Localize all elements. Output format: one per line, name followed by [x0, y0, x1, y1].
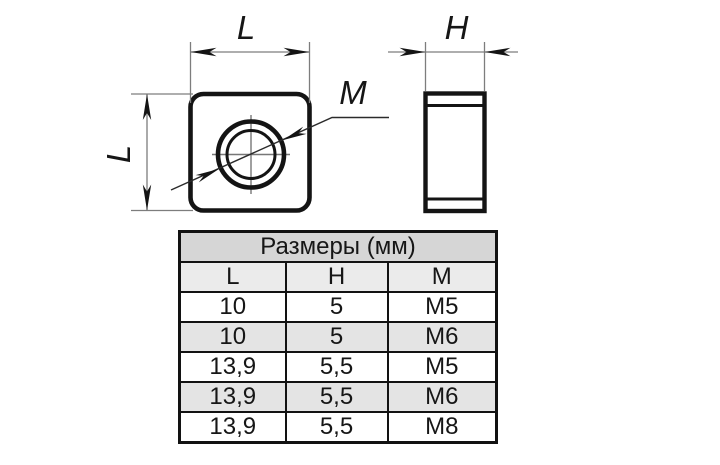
cell-M: M5 [386, 291, 498, 323]
nut-drawing: M L L [100, 9, 518, 214]
cell-M: M6 [386, 381, 498, 413]
thickness-label: H [445, 9, 469, 46]
top-length-label: L [237, 9, 255, 46]
table-row: 10 5 M5 [178, 291, 498, 323]
dimension-arrow-left [399, 47, 426, 57]
dimension-left-length: L [100, 93, 193, 212]
dimension-arrow-up [142, 94, 152, 120]
table-title-row: Размеры (мм) [178, 230, 498, 263]
column-header-M: M [386, 261, 498, 293]
dimensions-table-wrap: Размеры (мм) L H M 10 5 M5 10 5 M6 [178, 230, 498, 444]
thread-leader-line [170, 116, 389, 191]
cell-M: M5 [386, 351, 498, 383]
cell-H: 5,5 [284, 351, 389, 383]
column-header-H: H [284, 261, 389, 293]
cell-L: 13,9 [178, 411, 287, 444]
cell-L: 10 [178, 321, 287, 353]
dimension-arrow-right [283, 47, 310, 57]
table-row: 13,9 5,5 M5 [178, 351, 498, 383]
cell-H: 5 [284, 321, 389, 353]
thread-arrow-lower [195, 168, 220, 183]
cell-H: 5,5 [284, 411, 389, 444]
dimensions-table: Размеры (мм) L H M 10 5 M5 10 5 M6 [178, 230, 498, 444]
dimension-arrow-left [190, 47, 217, 57]
dimension-thickness: H [388, 9, 518, 91]
table-title: Размеры (мм) [178, 230, 498, 263]
table-row: 13,9 5,5 M8 [178, 411, 498, 444]
dimension-arrow-right [484, 47, 511, 57]
table-row: 13,9 5,5 M6 [178, 381, 498, 413]
dimension-arrow-down [142, 184, 152, 211]
thread-outer-circle [215, 119, 287, 190]
cell-L: 10 [178, 291, 287, 323]
cell-L: 13,9 [178, 381, 287, 413]
cell-H: 5,5 [284, 381, 389, 413]
side-view: H [388, 9, 518, 214]
nut-body-front [188, 91, 312, 213]
dimension-top-length: L [189, 9, 311, 103]
thread-label: M [339, 74, 367, 111]
front-view: M L L [100, 9, 389, 213]
thread-arrow-upper [282, 126, 307, 141]
nut-body-side [423, 91, 487, 214]
table-row: 10 5 M6 [178, 321, 498, 353]
left-length-label: L [100, 145, 137, 163]
thread-hole-circle [225, 129, 277, 180]
cell-L: 13,9 [178, 351, 287, 383]
table-header-row: L H M [178, 261, 498, 293]
cell-H: 5 [284, 291, 389, 323]
cell-M: M8 [386, 411, 498, 444]
cell-M: M6 [386, 321, 498, 353]
column-header-L: L [178, 261, 287, 293]
